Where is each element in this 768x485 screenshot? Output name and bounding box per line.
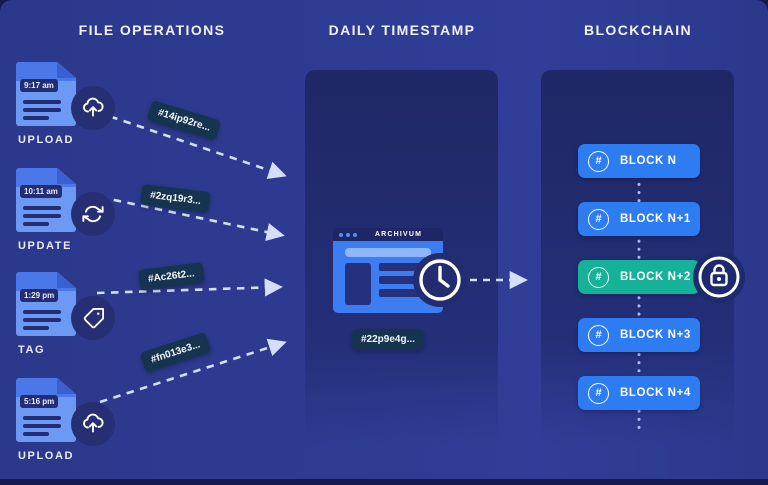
document-fold: [57, 378, 76, 394]
sync-icon: [71, 192, 115, 236]
arrow-upload2-to-timestamp: [99, 338, 287, 404]
operation-label: UPLOAD: [18, 134, 75, 146]
block-label: BLOCK N+4: [620, 387, 691, 399]
lock-icon: [693, 251, 745, 303]
document-icon: 1:29 pm: [16, 272, 76, 336]
document-icon: 10:11 am: [16, 168, 76, 232]
arrow-tag-to-timestamp: [96, 278, 283, 297]
browser-titlebar: ARCHIVUM: [333, 228, 443, 241]
clock-icon: [413, 253, 467, 307]
document-icon: 5:16 pm: [16, 378, 76, 442]
operation-label: TAG: [18, 344, 46, 356]
hash-circle-icon: #: [588, 382, 609, 404]
document-fold: [57, 272, 76, 288]
hash-circle-icon: #: [588, 266, 609, 288]
app-title: ARCHIVUM: [374, 231, 423, 238]
content-text-line: [379, 263, 431, 271]
content-sidebar-block: [345, 263, 371, 305]
timestamp-badge: 1:29 pm: [20, 289, 59, 302]
hash-circle-icon: #: [588, 208, 609, 230]
hash-circle-icon: #: [588, 150, 609, 172]
operation-label: UPDATE: [18, 240, 73, 252]
block-label: BLOCK N+1: [620, 213, 691, 225]
content-text-line: [379, 289, 423, 297]
file-operation-upload-1: 9:17 am UPLOAD: [16, 62, 126, 150]
block-label: BLOCK N: [620, 155, 677, 167]
file-operation-upload-2: 5:16 pm UPLOAD: [16, 378, 126, 466]
upload-cloud-icon: [71, 86, 115, 130]
timestamp-badge: 9:17 am: [20, 79, 58, 92]
window-dot-icon: [339, 232, 343, 237]
column-title-file-operations: FILE OPERATIONS: [78, 22, 226, 38]
block-n3: # BLOCK N+3: [578, 318, 700, 352]
window-dot-icon: [346, 232, 350, 237]
block-n2-locked: # BLOCK N+2: [578, 260, 700, 294]
block-n4: # BLOCK N+4: [578, 376, 700, 410]
block-n: # BLOCK N: [578, 144, 700, 178]
block-n1: # BLOCK N+1: [578, 202, 700, 236]
tag-icon: [71, 296, 115, 340]
document-fold: [57, 62, 76, 78]
arrow-update-to-timestamp: [99, 195, 285, 241]
hash-label-daily-timestamp: #22p9e4g...: [352, 329, 424, 350]
block-label: BLOCK N+3: [620, 329, 691, 341]
timestamp-badge: 5:16 pm: [20, 395, 59, 408]
file-operation-update: 10:11 am UPDATE: [16, 168, 126, 256]
arrow-upload1-to-timestamp: [96, 110, 287, 180]
document-icon: 9:17 am: [16, 62, 76, 126]
column-title-daily-timestamp: DAILY TIMESTAMP: [328, 22, 476, 38]
block-label: BLOCK N+2: [620, 271, 691, 283]
timestamp-badge: 10:11 am: [20, 185, 62, 198]
hash-circle-icon: #: [588, 324, 609, 346]
file-operation-tag: 1:29 pm TAG: [16, 272, 126, 360]
document-fold: [57, 168, 76, 184]
upload-cloud-icon: [71, 402, 115, 446]
content-header-bar: [345, 248, 431, 257]
column-title-blockchain: BLOCKCHAIN: [583, 22, 693, 38]
window-dot-icon: [353, 232, 357, 237]
operation-label: UPLOAD: [18, 450, 75, 462]
content-text-line: [379, 276, 431, 284]
